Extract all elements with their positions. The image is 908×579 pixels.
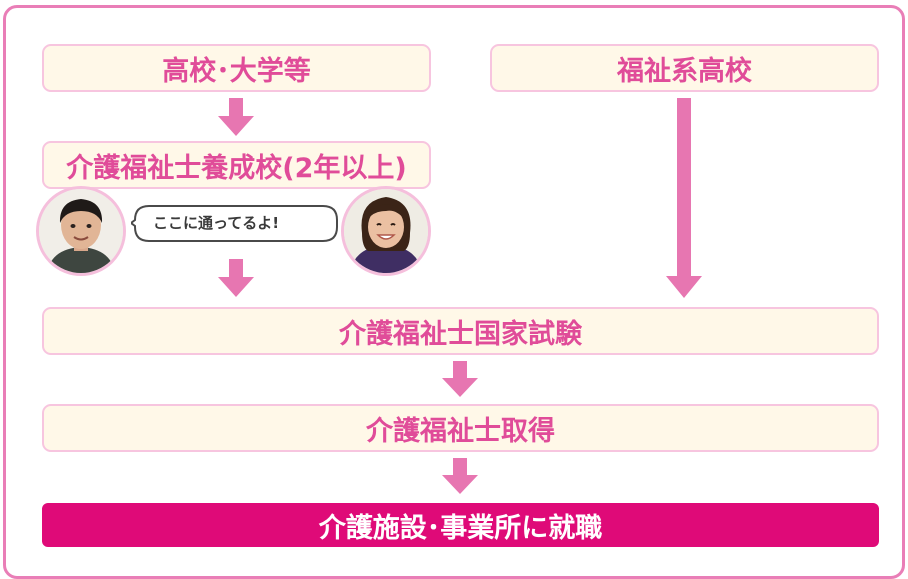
step-welfare-high-school: 福祉系高校 <box>490 44 879 92</box>
arrow-down-long-icon <box>666 98 702 298</box>
speech-bubble <box>131 205 338 242</box>
arrow-down-icon <box>442 361 478 397</box>
step-training-school: 介護福祉士養成校(2年以上) <box>42 141 431 189</box>
step-national-exam: 介護福祉士国家試験 <box>42 307 879 355</box>
arrow-down-icon <box>218 98 254 136</box>
student-avatar-female <box>341 186 431 276</box>
speech-bubble-text: ここに通ってるよ! <box>153 214 280 232</box>
female-student-photo <box>344 189 428 273</box>
arrow-down-icon <box>442 458 478 494</box>
male-student-photo <box>39 189 123 273</box>
step-high-school-university: 高校･大学等 <box>42 44 431 92</box>
student-avatar-male <box>36 186 126 276</box>
step-employment: 介護施設･事業所に就職 <box>42 503 879 547</box>
step-acquisition: 介護福祉士取得 <box>42 404 879 452</box>
arrow-down-icon <box>218 259 254 297</box>
